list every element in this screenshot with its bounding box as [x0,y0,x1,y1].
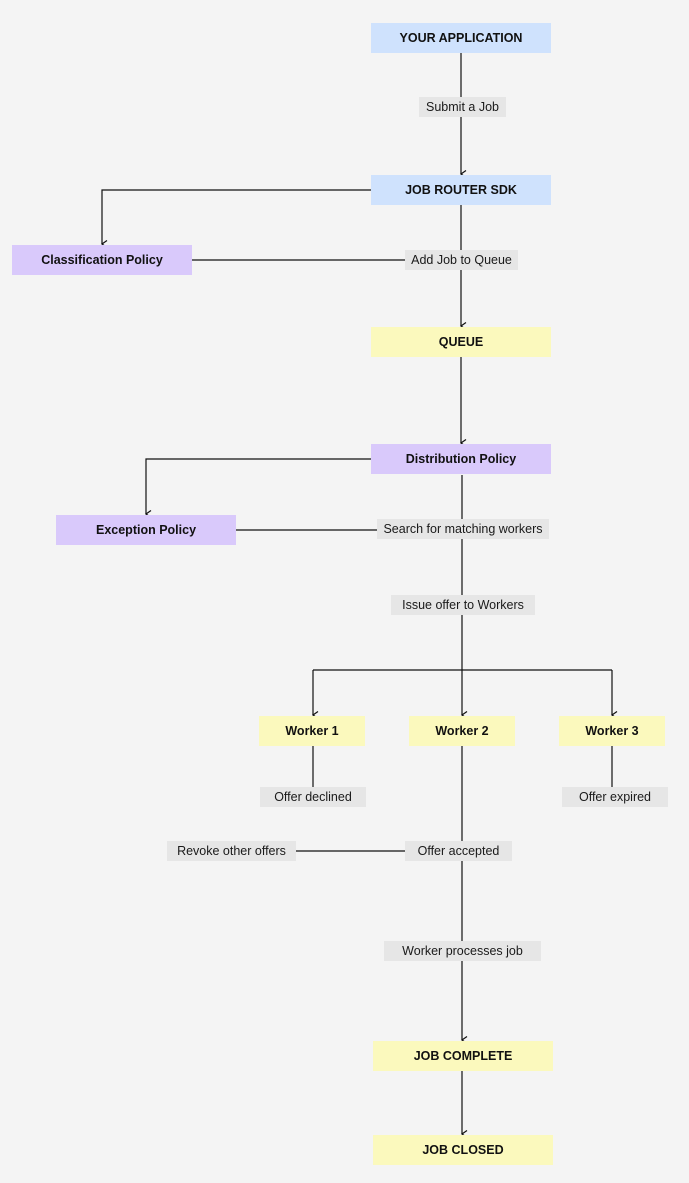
label-worker-processes-job: Worker processes job [384,941,541,961]
node-your-application: YOUR APPLICATION [371,23,551,53]
node-distribution-policy: Distribution Policy [371,444,551,474]
node-exception-policy: Exception Policy [56,515,236,545]
label-submit-job: Submit a Job [419,97,506,117]
node-classification-policy: Classification Policy [12,245,192,275]
node-worker-2: Worker 2 [409,716,515,746]
node-job-closed: JOB CLOSED [373,1135,553,1165]
node-job-complete: JOB COMPLETE [373,1041,553,1071]
node-job-router-sdk: JOB ROUTER SDK [371,175,551,205]
label-offer-expired: Offer expired [562,787,668,807]
label-search-matching-workers: Search for matching workers [377,519,549,539]
label-offer-accepted: Offer accepted [405,841,512,861]
label-offer-declined: Offer declined [260,787,366,807]
label-issue-offer: Issue offer to Workers [391,595,535,615]
node-worker-3: Worker 3 [559,716,665,746]
label-revoke-other-offers: Revoke other offers [167,841,296,861]
connector-sdk-to-classification [100,189,371,248]
node-queue: QUEUE [371,327,551,357]
connector-distribution-to-exception [144,458,371,518]
node-worker-1: Worker 1 [259,716,365,746]
label-add-job-to-queue: Add Job to Queue [405,250,518,270]
